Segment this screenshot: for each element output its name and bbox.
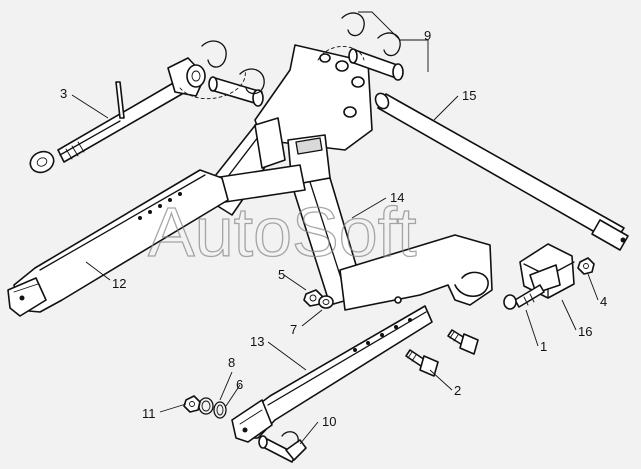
part-2-bolts	[405, 329, 479, 377]
callout-7: 7	[290, 322, 297, 337]
part-4-nut	[577, 257, 595, 275]
part-10-pin	[258, 431, 307, 463]
part-7-washer	[318, 295, 334, 309]
part-6-ring	[213, 401, 227, 419]
part-13-lower-link-right	[231, 305, 433, 443]
part-8-ring	[198, 397, 214, 415]
callout-2: 2	[454, 383, 461, 398]
callout-14: 14	[390, 190, 404, 205]
part-15-shaft	[374, 92, 629, 251]
callout-16: 16	[578, 324, 592, 339]
part-12-lower-link-left	[7, 169, 229, 317]
callout-5: 5	[278, 267, 285, 282]
callout-1: 1	[540, 339, 547, 354]
callout-13: 13	[250, 334, 264, 349]
callout-9: 9	[424, 28, 431, 43]
autosoft-watermark: AutoSoft	[148, 193, 417, 271]
callout-6: 6	[236, 377, 243, 392]
part-9-pins-and-clips	[179, 12, 404, 107]
callout-4: 4	[600, 294, 607, 309]
callout-11: 11	[142, 406, 156, 421]
callout-labels: 3 9 15 14 12 5 7 13 8 6 11 10 2 1 16 4	[60, 28, 607, 429]
callout-3: 3	[60, 86, 67, 101]
part-11-nut	[183, 395, 201, 413]
part-3-top-link	[29, 57, 206, 174]
callout-12: 12	[112, 276, 126, 291]
callout-10: 10	[322, 414, 336, 429]
part-1-bolt	[503, 284, 545, 310]
part-16-bracket	[519, 243, 575, 299]
callout-8: 8	[228, 355, 235, 370]
leader-lines	[71, 11, 599, 445]
callout-15: 15	[462, 88, 476, 103]
